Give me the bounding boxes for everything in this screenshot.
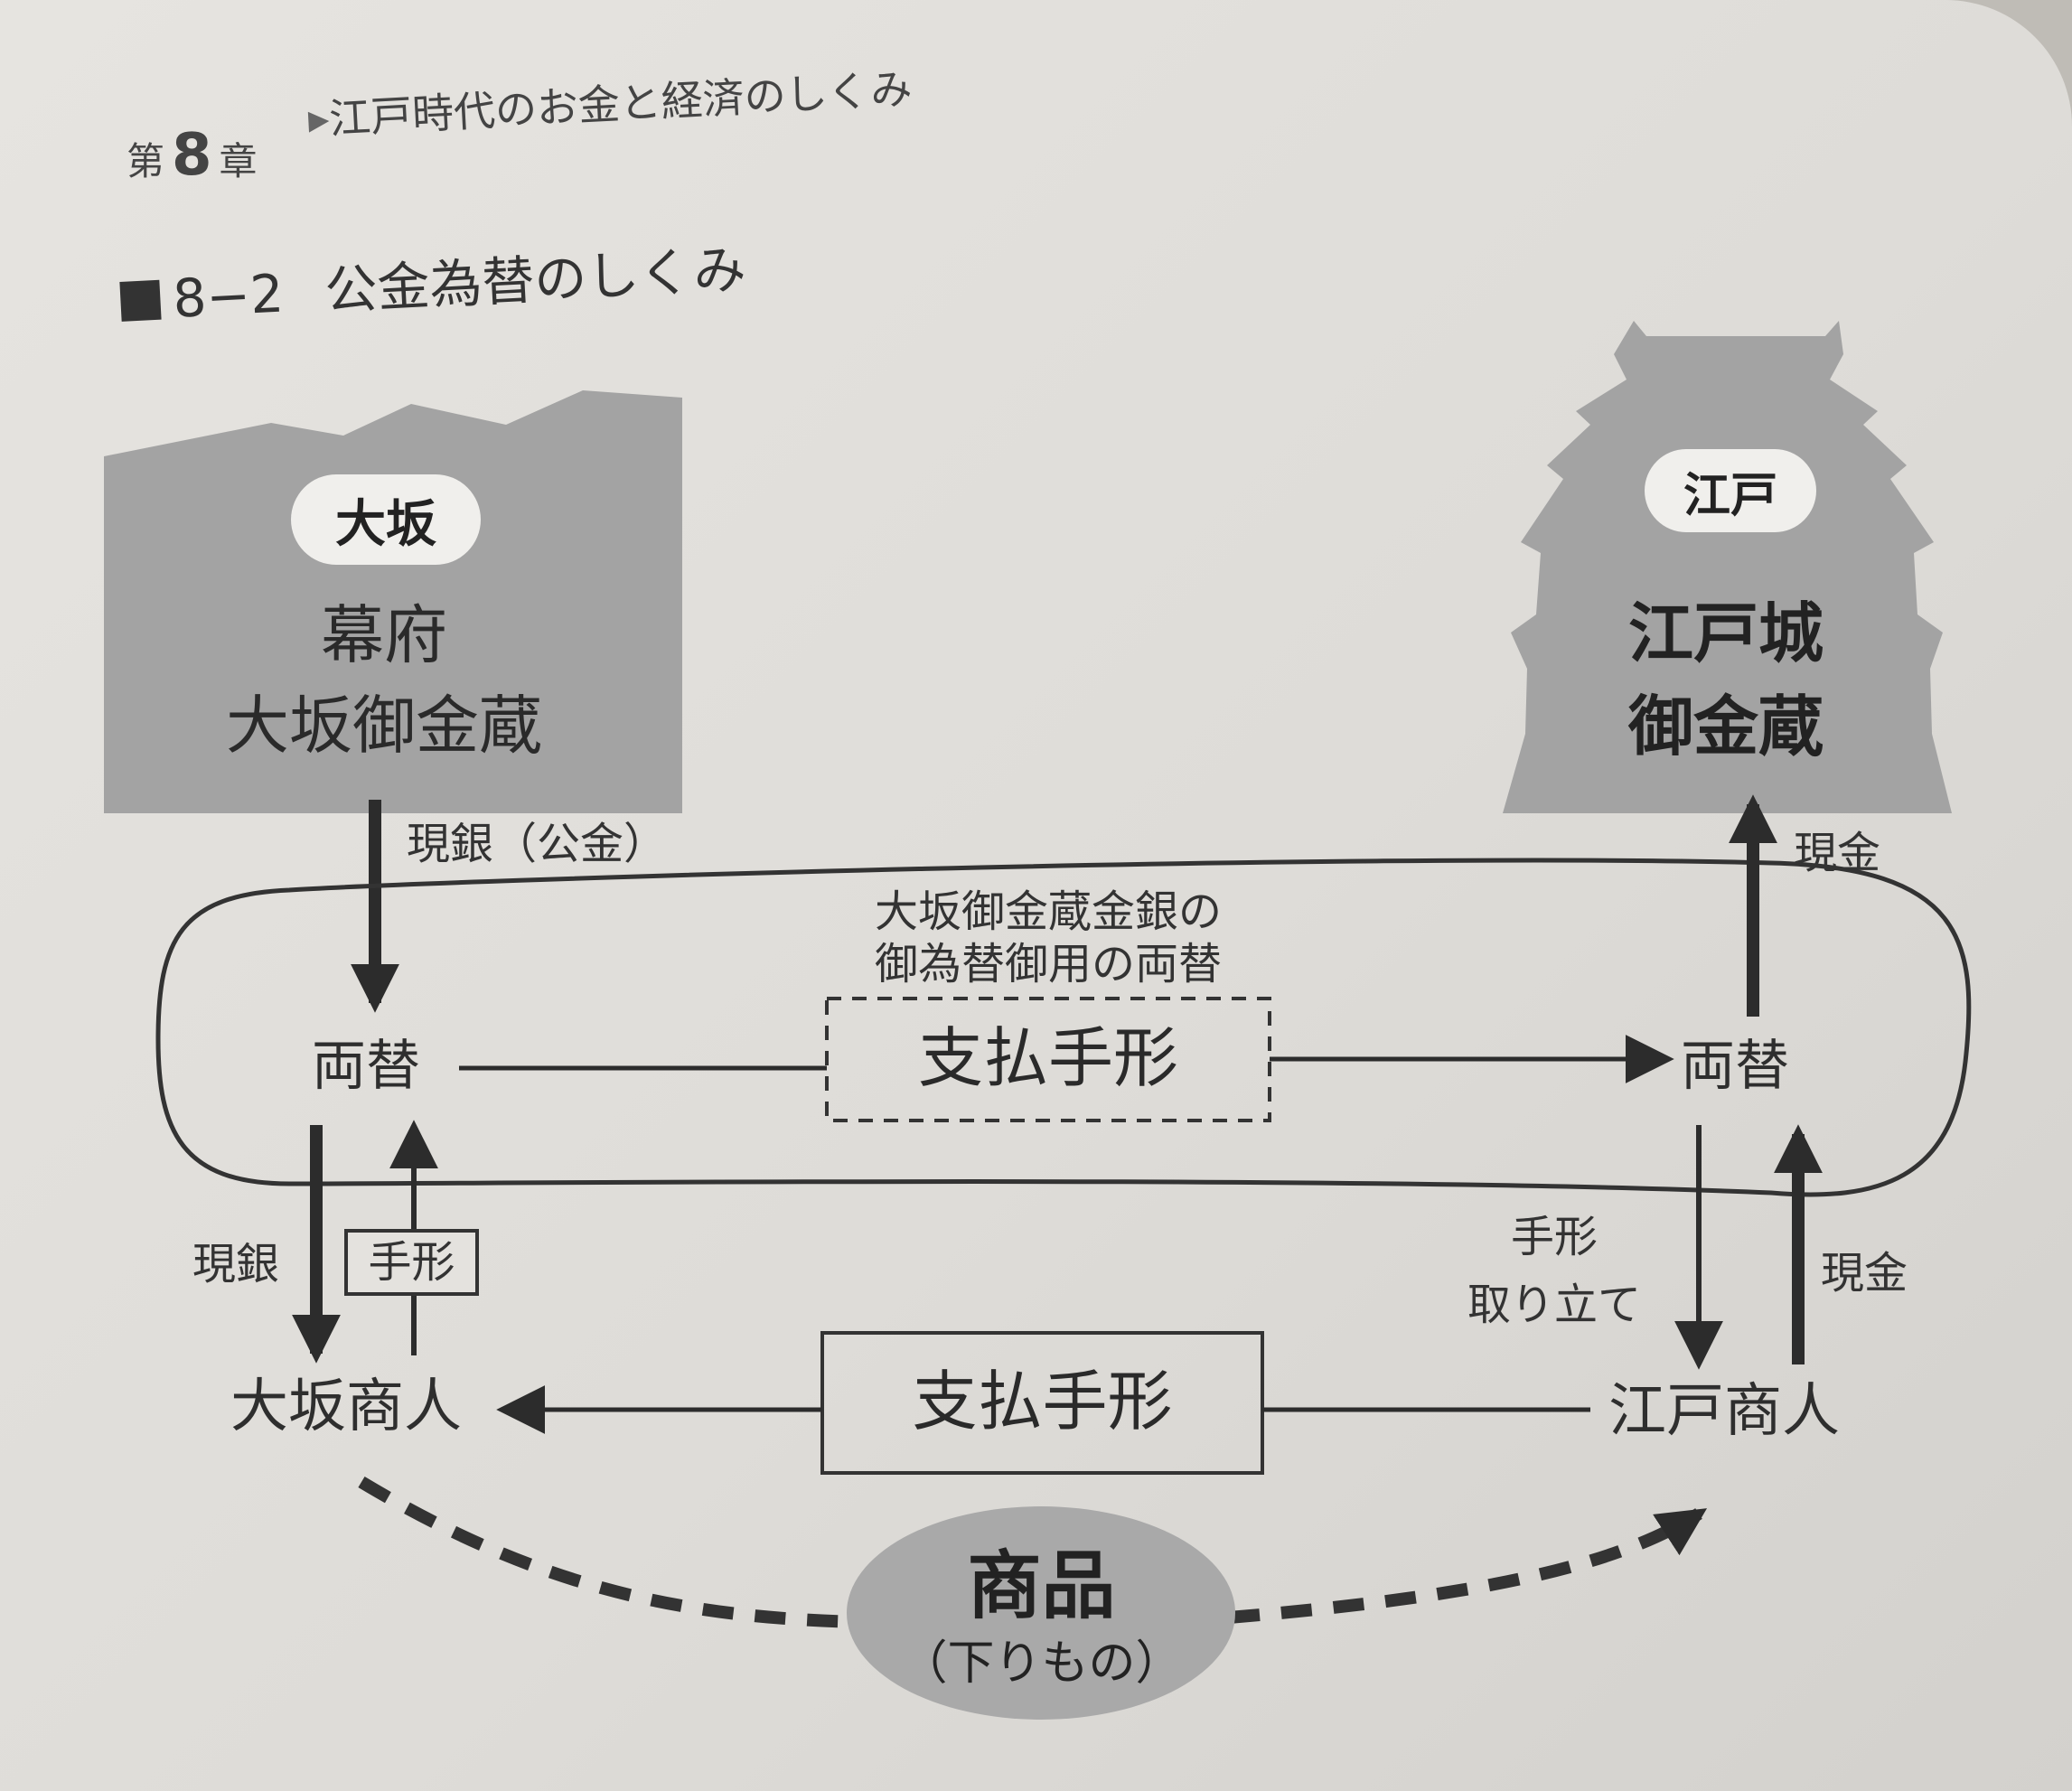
loop-caption-1: 大坂御金蔵金銀の [874,886,1222,937]
goods-sub-label: （下りもの） [900,1636,1183,1691]
bill-top-label: 支払手形 [917,1020,1178,1096]
tegata-box-left [344,1229,479,1296]
label-genkin-edo-top: 現金 [1794,828,1881,878]
ryougae-left: 両替 [312,1035,420,1098]
edo-line2: 御金蔵 [1627,689,1824,764]
osaka-badge-text: 大坂 [335,494,436,554]
goods-ellipse [847,1506,1235,1720]
osaka-merchant-label: 大坂商人 [230,1374,462,1440]
edo-badge: 江戸 [1645,449,1816,532]
label-genkin-koukin: 現銀（公金） [407,819,668,869]
goods-flow-dashed-curve [358,1476,859,1628]
loop-caption-2: 御為替御用の両替 [874,939,1222,989]
ryougae-right: 両替 [1681,1035,1789,1098]
edo-badge-text: 江戸 [1683,468,1777,523]
goods-label: 商品 [967,1543,1116,1629]
osaka-storehouse-block [104,390,682,813]
chapter-prefix: 第 [127,139,165,183]
edo-line1: 江戸城 [1627,595,1824,671]
chapter-number: 8 [172,122,212,189]
label-tegata-left: 手形 [368,1237,455,1288]
payment-bill-box-solid [820,1331,1264,1475]
edo-castle-silhouette [1503,321,1952,813]
chapter-suffix: 章 [219,139,258,183]
label-genkin-edo-bottom: 現金 [1821,1248,1908,1299]
label-genkin-left: 現銀 [192,1239,280,1289]
label-tegata-collect-2: 取り立て [1467,1280,1641,1330]
osaka-line1: 幕府 [321,598,447,672]
bill-bottom-label: 支払手形 [912,1364,1173,1439]
osaka-badge: 大坂 [291,474,481,565]
osaka-line2: 大坂御金蔵 [226,689,542,763]
payment-bill-box-dashed [825,997,1271,1122]
goods-flow-dashed-curve-right [1228,1508,1708,1624]
edo-merchant-label: 江戸商人 [1608,1378,1840,1445]
label-tegata-collect-1: 手形 [1510,1212,1598,1262]
